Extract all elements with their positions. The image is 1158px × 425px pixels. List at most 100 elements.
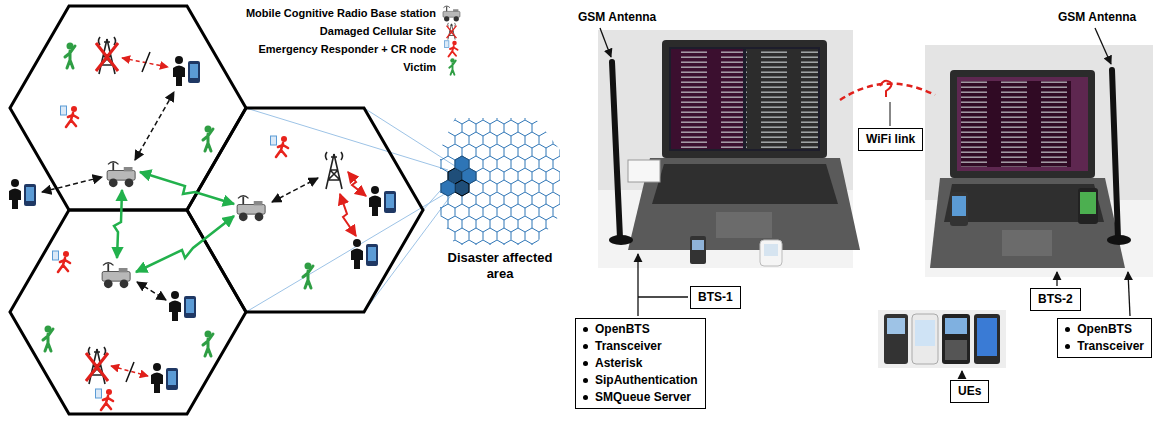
honeycomb-map-part xyxy=(430,110,570,250)
leader-lines-part xyxy=(600,28,611,57)
legend-entry: Victim xyxy=(186,58,436,76)
ue-photo-part xyxy=(945,340,967,360)
text-row: BTS-1 xyxy=(698,289,733,306)
area-label: Disaster affected area xyxy=(445,250,555,282)
bts2-photo-part xyxy=(1107,235,1131,245)
bullet-dot xyxy=(583,361,588,366)
bts1-photo-part xyxy=(662,40,827,158)
software-name: OpenBTS xyxy=(595,321,650,338)
text-row: SMQueue Server xyxy=(583,389,698,406)
software-list-box: OpenBTSTransceiver xyxy=(1057,318,1152,358)
bts2-photo-part xyxy=(1002,230,1052,256)
cell-icons-part xyxy=(9,179,36,209)
text-row: OpenBTS xyxy=(583,321,698,338)
cell-icons-part xyxy=(151,363,178,393)
cognitive-links xyxy=(42,92,318,300)
cell-icons-part xyxy=(203,331,213,357)
text-row: Transceiver xyxy=(583,338,698,355)
wifi-link-line xyxy=(840,81,935,126)
bts-label-box: BTS-1 xyxy=(690,286,741,309)
bullet-dot xyxy=(583,344,588,349)
software-name: OpenBTS xyxy=(1077,321,1132,338)
cell-hexagons xyxy=(10,6,423,414)
legend-icons-part xyxy=(444,41,457,57)
bts-label-box: BTS-2 xyxy=(1030,288,1081,311)
leader-lines-part xyxy=(1095,28,1111,64)
bullet-dot xyxy=(1065,327,1070,332)
cell-icons-part xyxy=(53,251,71,272)
bts1-photo-part xyxy=(746,49,818,149)
bts2-photo-part xyxy=(930,178,1125,268)
bullet-dot xyxy=(1065,344,1070,349)
legend-entry: Mobile Cognitive Radio Base station xyxy=(186,4,436,22)
legend-icons-part xyxy=(443,6,460,21)
cognitive-links-part xyxy=(42,177,102,192)
cell-icons-part xyxy=(65,43,75,69)
text-row: BTS-2 xyxy=(1038,291,1073,308)
bts1-photo xyxy=(598,30,860,268)
bts1-photo-part xyxy=(692,240,704,250)
leader-lines-part xyxy=(1128,272,1130,316)
bts1-photo-part xyxy=(716,212,772,238)
antenna-label: GSM Antenna xyxy=(578,10,656,25)
bts1-photo-part xyxy=(652,164,838,204)
bts2-photo xyxy=(925,45,1153,277)
ue-photo-part xyxy=(977,318,997,356)
software-list-box: OpenBTSTransceiverAsteriskSipAuthenticat… xyxy=(575,318,706,409)
backhaul-links-part xyxy=(140,172,234,204)
cellular-links-part xyxy=(348,172,366,196)
bts2-photo-part xyxy=(1112,70,1118,238)
legend-entry: Damaged Cellular Site xyxy=(186,22,436,40)
bts2-photo-part xyxy=(961,81,1071,167)
broken-cellular-links xyxy=(111,58,168,376)
bts2-photo-part xyxy=(1080,192,1096,214)
bts1-photo-part xyxy=(671,49,743,149)
cognitive-links-part xyxy=(135,92,174,160)
cell-icons-part xyxy=(326,152,343,189)
text-row: Transceiver xyxy=(1065,338,1144,355)
bts2-photo-part xyxy=(957,77,1088,171)
honeycomb-map-part xyxy=(455,156,469,172)
leader-lines-part xyxy=(1056,272,1057,286)
cellular-links xyxy=(340,172,366,236)
ue-photo-part xyxy=(915,320,935,346)
wifi-link-line-part xyxy=(840,84,935,100)
honeycomb-map-part xyxy=(441,180,455,196)
cell-icons-part xyxy=(102,263,130,288)
bullet-dot xyxy=(583,378,588,383)
text-row: Asterisk xyxy=(583,355,698,372)
bts2-photo-part xyxy=(961,81,1071,167)
software-name: Transceiver xyxy=(1077,338,1144,355)
cell-icons-part xyxy=(173,56,200,86)
ue-photo-part xyxy=(884,314,908,364)
cell-icons-part xyxy=(96,389,114,410)
text-row: SipAuthentication xyxy=(583,372,698,389)
software-name: Asterisk xyxy=(595,355,642,372)
cell-icons-part xyxy=(96,37,118,74)
cellular-links-part xyxy=(340,194,356,236)
bts1-photo-part xyxy=(628,160,660,182)
ue-photo-part xyxy=(945,318,967,334)
link-cut-marks-part xyxy=(126,362,134,382)
box-label: WiFi link xyxy=(866,131,915,148)
cell-icons-part xyxy=(351,239,378,269)
leader-lines-part xyxy=(961,371,962,378)
bts2-photo-part xyxy=(950,70,1095,178)
legend-entry: Emergency Responder + CR node xyxy=(186,40,436,58)
ue-photo-part xyxy=(912,314,938,364)
link-cut-marks-part xyxy=(142,52,150,72)
bts2-photo-part xyxy=(1078,188,1098,224)
software-name: Transceiver xyxy=(595,338,662,355)
legend: Mobile Cognitive Radio Base stationDamag… xyxy=(186,4,436,76)
bts1-photo-part xyxy=(612,62,620,238)
bts1-photo-part xyxy=(746,49,818,149)
cell-icons-part xyxy=(169,291,196,321)
backhaul-links xyxy=(114,172,234,272)
text-row: UEs xyxy=(958,383,981,400)
bullet-dot xyxy=(583,327,588,332)
cell-icons xyxy=(9,37,396,410)
legend-icons-part xyxy=(447,23,457,40)
zoom-lines-part xyxy=(246,108,448,170)
